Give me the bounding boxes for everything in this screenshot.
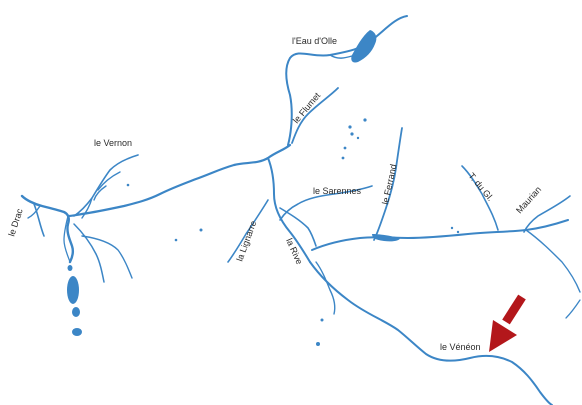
river-ferrand [373, 127, 403, 241]
pond-3 [343, 146, 347, 150]
pond-1 [348, 125, 352, 129]
red-arrow-icon [489, 294, 526, 352]
label-vernon: le Vernon [94, 138, 132, 148]
river-t-du-gl [461, 165, 499, 231]
river-vernon-branch-1 [97, 171, 121, 191]
river-lignarre [227, 199, 269, 263]
pond-7 [126, 183, 130, 187]
pond-11 [450, 226, 454, 230]
pond-8 [174, 238, 178, 242]
lake-west-small [67, 265, 73, 271]
river-rive [279, 207, 317, 247]
river-veneon [309, 261, 553, 405]
lake-west-3 [72, 328, 82, 336]
river-maurian [523, 195, 571, 233]
river-drac-tributary-2 [27, 205, 41, 219]
label-rive: la Rive [284, 237, 304, 266]
pond-4 [341, 156, 345, 160]
label-ferrand: le Ferrand [380, 163, 398, 205]
label-lignarre: la Lignarre [234, 219, 258, 262]
river-east-tributary-2 [565, 299, 581, 319]
label-sarennes: le Sarennes [313, 186, 362, 196]
river-south-branch-3 [63, 215, 71, 263]
label-drac: le Drac [6, 207, 24, 238]
pond-6 [356, 136, 360, 140]
river-east-tributary-1 [525, 229, 581, 293]
river-network [20, 15, 581, 405]
label-t-du-gl: T. du Gl. [466, 171, 495, 203]
river-flumet [291, 87, 339, 144]
river-vernon-branch-2 [93, 185, 107, 201]
river-vernon-branch-3 [81, 197, 93, 219]
river-central-south [267, 157, 311, 263]
river-drac-tributary [33, 203, 45, 237]
label-veneon: le Vénéon [440, 342, 481, 352]
lake-west-2 [72, 307, 80, 317]
river-veneon-branch [315, 261, 336, 315]
lake-ferrand-junction [372, 234, 400, 242]
pond-13 [320, 318, 324, 322]
river-vernon [73, 154, 139, 217]
pond-2 [350, 132, 354, 136]
river-south-branch-2 [81, 235, 133, 279]
pond-5 [363, 118, 367, 122]
pond-12 [456, 230, 460, 234]
pond-10 [316, 342, 320, 346]
river-romanche-main [66, 143, 292, 218]
river-romanche-east [311, 219, 569, 251]
river-eau-dolle-branch [329, 54, 353, 59]
lake-eau-dolle [351, 30, 377, 63]
lake-group [67, 30, 460, 346]
label-maurian: Maurian [514, 184, 543, 215]
lake-west-1 [67, 276, 79, 304]
label-eau-dolle: l'Eau d'Olle [292, 36, 337, 46]
pond-9 [199, 228, 203, 232]
river-south-branch-1 [73, 223, 105, 283]
river-sarennes [279, 185, 373, 221]
label-flumet: le Flumet [291, 90, 323, 125]
